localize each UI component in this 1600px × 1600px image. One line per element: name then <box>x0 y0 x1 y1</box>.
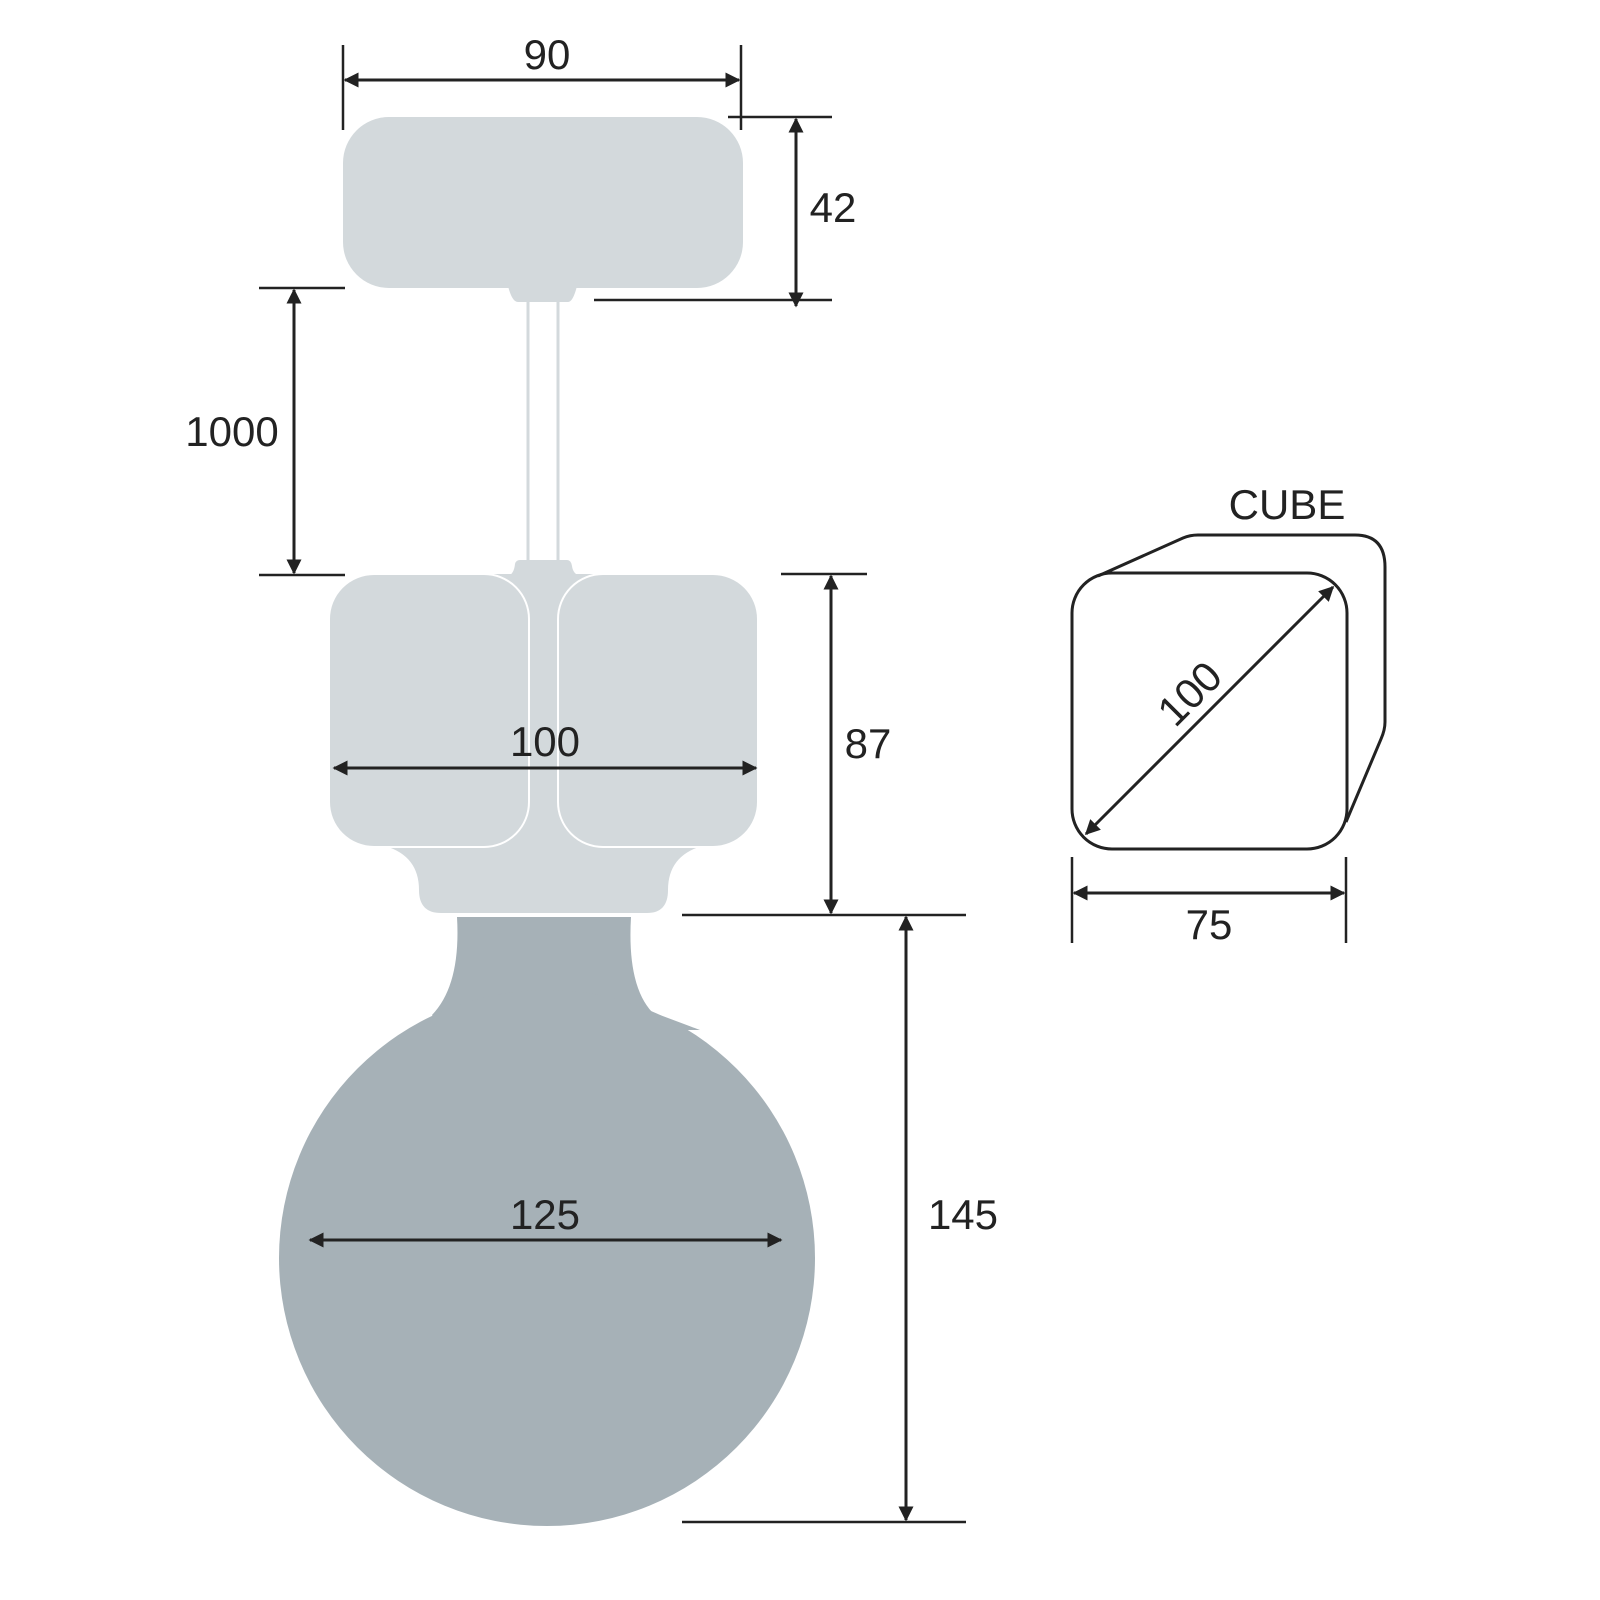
globe-bulb <box>279 917 815 1526</box>
socket-height-label: 87 <box>845 720 892 767</box>
dimension-bulb-height: 145 <box>682 913 998 1524</box>
socket-width-label: 100 <box>510 718 580 765</box>
canopy-height-label: 42 <box>810 184 857 231</box>
cord <box>526 300 560 562</box>
socket <box>328 560 759 913</box>
cord-length-label: 1000 <box>185 408 278 455</box>
cube-width-label: 75 <box>1186 901 1233 948</box>
dimension-socket-width: 100 <box>332 718 758 776</box>
cube-diagram: CUBE 100 75 <box>1070 481 1387 948</box>
dimension-bulb-diameter: 125 <box>308 1191 783 1248</box>
dimension-canopy-width: 90 <box>341 31 743 130</box>
canopy <box>343 117 743 302</box>
dimension-socket-height: 87 <box>781 572 892 915</box>
canopy-width-label: 90 <box>524 31 571 78</box>
cube-title: CUBE <box>1229 481 1346 528</box>
cube-diagonal-label: 100 <box>1148 652 1231 735</box>
dimension-cord-length: 1000 <box>185 286 345 577</box>
dimension-canopy-height: 42 <box>594 115 857 308</box>
bulb-height-label: 145 <box>928 1191 998 1238</box>
bulb-diameter-label: 125 <box>510 1191 580 1238</box>
